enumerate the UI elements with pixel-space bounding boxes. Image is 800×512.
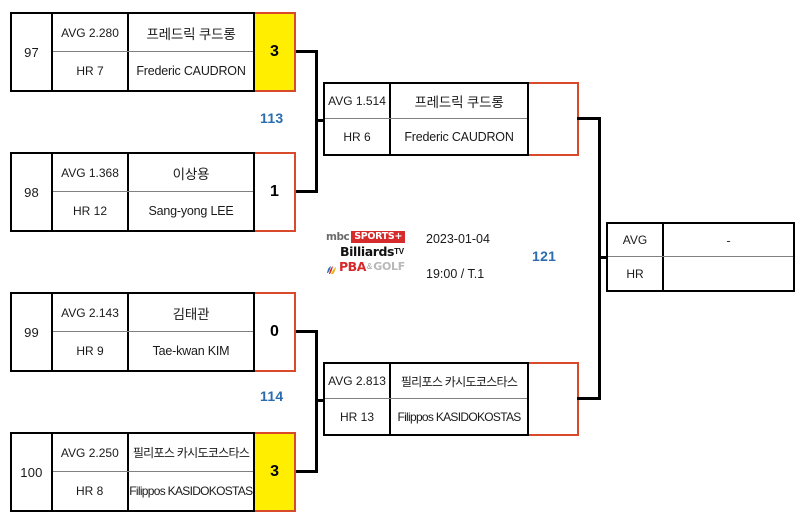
final-row-hr: HR: [608, 257, 793, 290]
player-name-korean-qf4: 필리포스 카시도코스타스: [132, 446, 250, 460]
avg-stat-sf2: AVG 2.813: [325, 364, 391, 398]
avg-stat-qf3: AVG 2.143: [53, 294, 129, 331]
avg-stat-qf4: AVG 2.250: [53, 434, 129, 471]
match-box-qf1: 97 AVG 2.280 프레드릭 쿠드롱 HR 7 Frederic CAUD…: [10, 12, 296, 92]
player-row-korean-qf3: AVG 2.143 김태관: [53, 294, 253, 332]
connector-qf1-horizontal: [296, 50, 318, 53]
match-box-qf3: 99 AVG 2.143 김태관 HR 9 Tae-kwan KIM 0: [10, 292, 296, 372]
seed-number-qf4: 100: [10, 432, 53, 512]
player-name-korean-qf2: 이상용: [172, 166, 210, 182]
connector-sf1-out-horizontal: [577, 117, 601, 120]
player-row-korean-sf2: AVG 2.813 필리포스 카시도코스타스: [325, 364, 527, 399]
match-date: 2023-01-04: [426, 232, 490, 246]
seed-number-qf3: 99: [10, 292, 53, 372]
pba-emblem-icon: [326, 262, 337, 274]
player-name-english-sf1: Frederic CAUDRON: [404, 129, 514, 144]
final-hr-label: HR: [608, 257, 664, 290]
player-info-qf2: AVG 1.368 이상용 HR 12 Sang-yong LEE: [53, 152, 255, 232]
match-time-table: 19:00 / T.1: [426, 267, 485, 281]
connector-sf2-feed: [315, 399, 325, 402]
golf-wordmark: GOLF: [373, 260, 405, 273]
match-box-final: AVG - HR: [606, 222, 795, 292]
player-name-korean-qf1: 프레드릭 쿠드롱: [146, 26, 236, 42]
player-row-english-qf3: HR 9 Tae-kwan KIM: [53, 332, 253, 370]
billiards-wordmark: Billiards: [340, 244, 395, 259]
player-row-english-sf1: HR 6 Frederic CAUDRON: [325, 119, 527, 154]
player-row-english-qf2: HR 12 Sang-yong LEE: [53, 192, 253, 230]
hr-stat-qf2: HR 12: [53, 192, 129, 230]
final-avg-label: AVG: [608, 224, 664, 256]
mbc-wordmark: mbc: [326, 230, 350, 243]
score-cell-sf2: [529, 362, 579, 436]
player-row-english-sf2: HR 13 Filippos KASIDOKOSTAS: [325, 399, 527, 434]
player-info-qf3: AVG 2.143 김태관 HR 9 Tae-kwan KIM: [53, 292, 255, 372]
hr-stat-qf4: HR 8: [53, 472, 129, 510]
connector-qf4-horizontal: [296, 470, 318, 473]
match-box-sf1: AVG 1.514 프레드릭 쿠드롱 HR 6 Frederic CAUDRON: [323, 82, 579, 156]
hr-stat-sf2: HR 13: [325, 399, 391, 434]
match-number-semifinal-bottom: 114: [260, 388, 284, 404]
player-row-korean-qf1: AVG 2.280 프레드릭 쿠드롱: [53, 14, 253, 52]
avg-stat-qf2: AVG 1.368: [53, 154, 129, 191]
connector-qf2-horizontal: [296, 190, 318, 193]
player-row-korean-qf4: AVG 2.250 필리포스 카시도코스타스: [52, 434, 254, 472]
avg-stat-qf1: AVG 2.280: [53, 14, 129, 51]
match-box-sf2: AVG 2.813 필리포스 카시도코스타스 HR 13 Filippos KA…: [323, 362, 579, 436]
connector-sf2-out-horizontal: [577, 397, 601, 400]
ampersand-separator: &: [366, 262, 373, 271]
final-row-avg: AVG -: [608, 224, 793, 257]
mbc-sports-logo: mbc SPORTS+: [326, 229, 418, 244]
player-name-korean-sf1: 프레드릭 쿠드롱: [414, 95, 504, 110]
pba-golf-logo: PBA & GOLF: [326, 259, 418, 274]
player-row-english-qf1: HR 7 Frederic CAUDRON: [53, 52, 253, 90]
score-cell-qf3: 0: [255, 292, 296, 372]
avg-stat-sf1: AVG 1.514: [325, 84, 391, 118]
seed-number-qf1: 97: [10, 12, 53, 92]
final-name-korean: -: [726, 232, 731, 248]
seed-number-qf2: 98: [10, 152, 53, 232]
connector-final-feed: [598, 256, 610, 259]
player-info-qf1: AVG 2.280 프레드릭 쿠드롱 HR 7 Frederic CAUDRON: [53, 12, 255, 92]
pba-wordmark: PBA: [339, 259, 366, 274]
player-name-korean-qf3: 김태관: [172, 306, 210, 322]
hr-stat-qf1: HR 7: [53, 52, 129, 90]
connector-qf3-horizontal: [296, 330, 318, 333]
billiards-tv-superscript: TV: [394, 247, 404, 256]
player-name-korean-sf2: 필리포스 카시도코스타스: [400, 374, 518, 389]
match-number-semifinal-top: 113: [260, 110, 284, 126]
player-row-korean-sf1: AVG 1.514 프레드릭 쿠드롱: [325, 84, 527, 119]
player-info-sf1: AVG 1.514 프레드릭 쿠드롱 HR 6 Frederic CAUDRON: [323, 82, 529, 156]
player-row-english-qf4: HR 8 Filippos KASIDOKOSTAS: [53, 472, 253, 510]
score-cell-qf2: 1: [255, 152, 296, 232]
player-name-english-qf3: Tae-kwan KIM: [152, 344, 230, 358]
final-name-english: [664, 257, 793, 290]
score-cell-sf1: [529, 82, 579, 156]
match-box-qf2: 98 AVG 1.368 이상용 HR 12 Sang-yong LEE 1: [10, 152, 296, 232]
match-number-final: 121: [532, 248, 557, 264]
player-name-english-qf4: Filippos KASIDOKOSTAS: [129, 484, 253, 498]
hr-stat-qf3: HR 9: [53, 332, 129, 370]
player-name-english-qf1: Frederic CAUDRON: [136, 64, 246, 78]
sports-plus-badge: SPORTS+: [351, 230, 406, 243]
hr-stat-sf1: HR 6: [325, 119, 391, 154]
score-cell-qf1: 3: [255, 12, 296, 92]
player-info-qf4: AVG 2.250 필리포스 카시도코스타스 HR 8 Filippos KAS…: [52, 432, 256, 512]
match-box-qf4: 100 AVG 2.250 필리포스 카시도코스타스 HR 8 Filippos…: [10, 432, 296, 512]
player-info-sf2: AVG 2.813 필리포스 카시도코스타스 HR 13 Filippos KA…: [323, 362, 529, 436]
player-name-english-sf2: Filippos KASIDOKOSTAS: [397, 409, 521, 424]
connector-sf1-feed: [315, 119, 325, 122]
score-cell-qf4: 3: [255, 432, 296, 512]
player-row-korean-qf2: AVG 1.368 이상용: [53, 154, 253, 192]
player-name-english-qf2: Sang-yong LEE: [148, 204, 234, 218]
